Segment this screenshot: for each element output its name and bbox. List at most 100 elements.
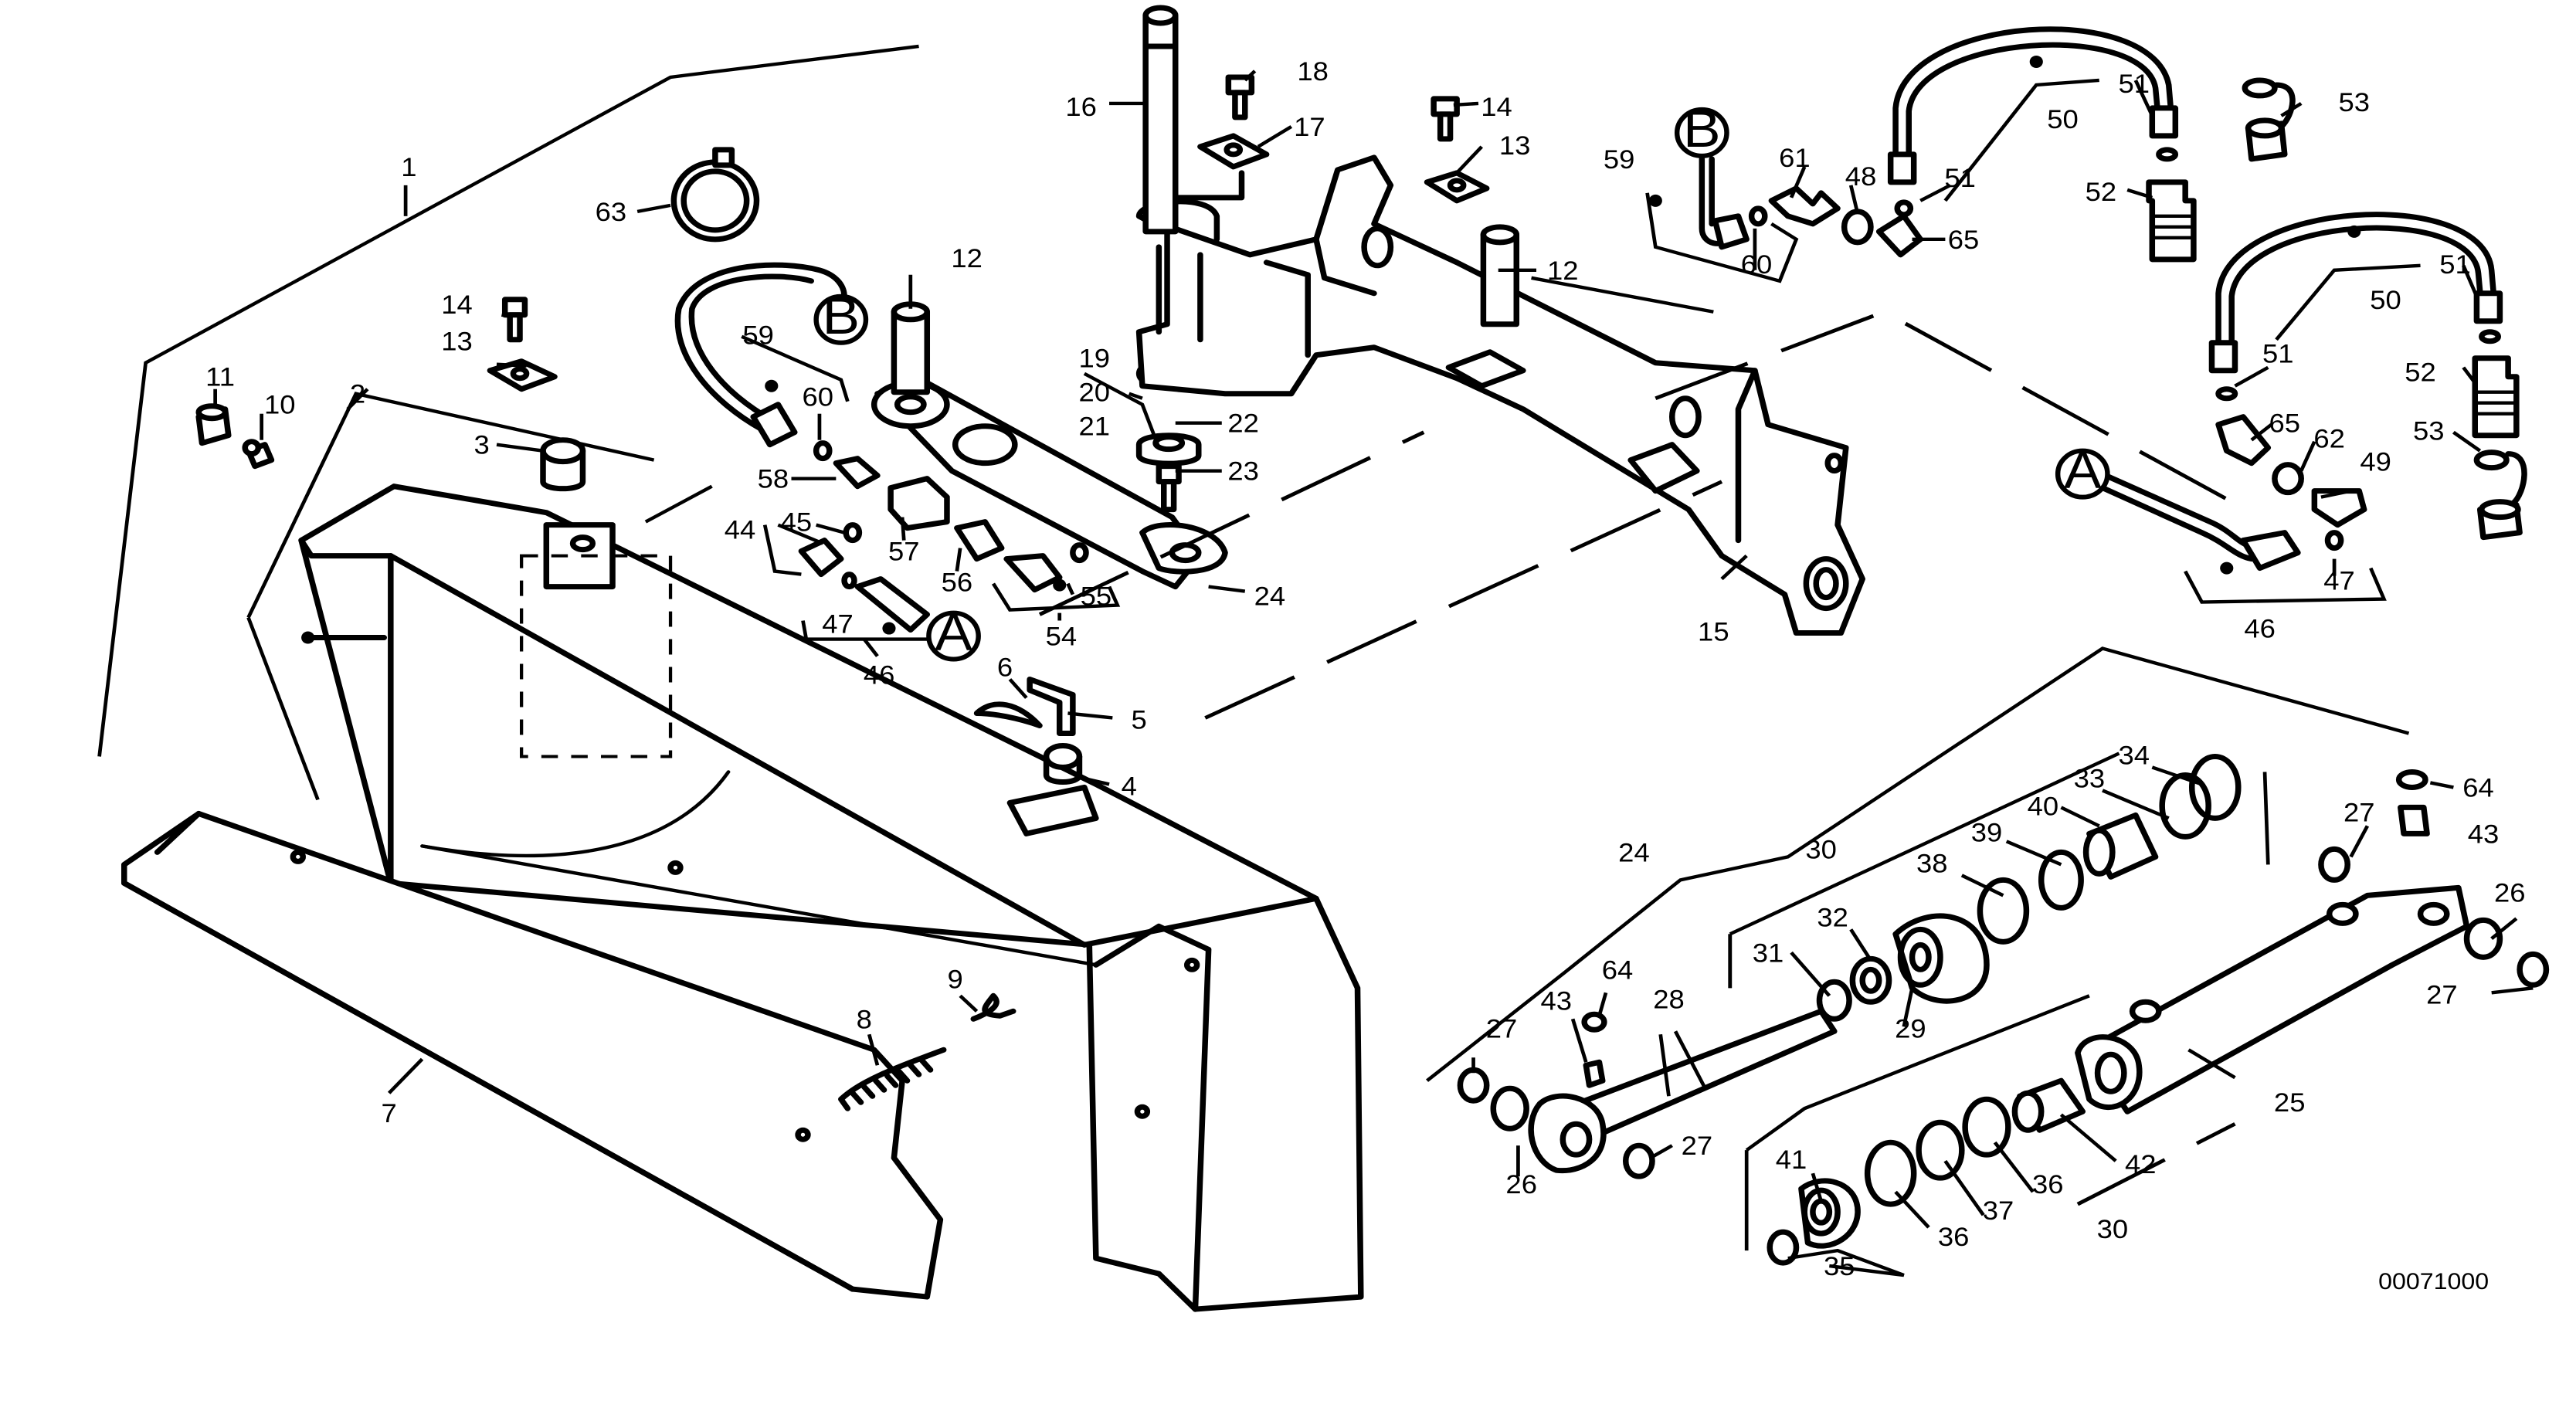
callout: 33	[2074, 765, 2106, 794]
callout: 36	[1938, 1223, 1970, 1252]
fittings-left	[798, 440, 1089, 635]
dust-cap-53-top	[2242, 77, 2296, 162]
callout: 1	[401, 153, 416, 182]
connector-label: A	[935, 602, 972, 661]
callout: 44	[725, 516, 756, 545]
assembly-outline	[97, 44, 919, 801]
callout: 51	[2439, 250, 2471, 280]
callout: 43	[2468, 820, 2500, 850]
callout: 51	[1944, 164, 1976, 193]
callout: 35	[1824, 1252, 1855, 1281]
pin-12-right	[1480, 224, 1520, 327]
callout: 58	[758, 465, 789, 494]
callout: 8	[857, 1005, 872, 1034]
callout: 19	[1078, 344, 1110, 374]
connector-label: B	[1683, 99, 1721, 158]
callout: 40	[2028, 792, 2059, 822]
callout: 14	[441, 290, 473, 320]
hose-59-left	[674, 262, 847, 448]
callout: 18	[1297, 57, 1329, 87]
callout: 13	[1499, 131, 1531, 161]
callout: 54	[1046, 623, 1078, 652]
callout: 42	[2125, 1150, 2157, 1179]
callout: 47	[822, 610, 854, 640]
callout: 6	[997, 653, 1013, 683]
callout: 64	[2462, 774, 2494, 803]
cylinder-detail	[1426, 646, 2550, 1266]
connector-a-left: A	[926, 602, 981, 662]
callout: 27	[1682, 1131, 1713, 1161]
callout: 34	[2118, 741, 2150, 771]
callout: 36	[2032, 1170, 2064, 1199]
callout: 50	[2047, 105, 2079, 134]
callout: 30	[2097, 1215, 2129, 1244]
callout: 13	[441, 327, 473, 357]
coupler-52-top	[2146, 179, 2197, 263]
callout: 59	[1604, 145, 1635, 175]
pin-12-left	[891, 301, 931, 395]
callout: 26	[2494, 878, 2526, 908]
bolt-plate-right	[1424, 96, 1490, 204]
callout: 57	[888, 538, 920, 567]
callout: 51	[2262, 340, 2294, 369]
callout: 39	[1971, 819, 2003, 848]
connector-label: A	[2064, 440, 2102, 499]
callout: 3	[474, 431, 490, 460]
callout: 12	[1547, 256, 1579, 286]
hose-46-right	[2096, 473, 2301, 575]
coupler-52-lower	[2472, 355, 2520, 439]
callout: 10	[264, 391, 296, 420]
callout-labels: 1 2 3 4 5 6 7 8 9 10 11 12 12 13 13 14 1…	[205, 57, 2525, 1281]
callout: 60	[1741, 250, 1773, 280]
callout: 30	[1805, 835, 1837, 864]
callout: 24	[1254, 582, 1286, 612]
callout: 31	[1753, 938, 1784, 968]
callout: 46	[2244, 615, 2276, 644]
callout: 50	[2370, 286, 2401, 315]
callout: 53	[2339, 88, 2371, 117]
hose-50-top	[1887, 26, 2179, 185]
callout: 14	[1481, 93, 1512, 122]
fittings-right-lower	[2215, 386, 2367, 551]
callout: 49	[2360, 448, 2391, 477]
callout: 7	[382, 1099, 397, 1128]
bushing-3	[540, 437, 586, 492]
callout: 43	[1540, 986, 1572, 1016]
callout: 27	[2426, 980, 2458, 1009]
retaining-clip	[970, 992, 1016, 1022]
bucket	[298, 483, 1364, 1312]
callout: 46	[864, 661, 895, 690]
drawing-number: 00071000	[2378, 1268, 2489, 1294]
hose-50-lower	[2208, 212, 2503, 374]
callout: 59	[742, 321, 774, 351]
grease-nipple-10	[242, 439, 275, 470]
callout: 62	[2313, 425, 2345, 454]
callout: 52	[2405, 358, 2436, 388]
callout: 17	[1294, 113, 1325, 142]
callout: 64	[1602, 955, 1634, 985]
connector-b-left: B	[813, 286, 869, 345]
callout: 11	[205, 363, 235, 392]
pin-16	[1142, 5, 1179, 235]
callout: 12	[951, 244, 983, 273]
connector-b-right: B	[1674, 99, 1729, 158]
callout: 16	[1065, 93, 1097, 122]
callout: 9	[948, 965, 963, 994]
callout: 28	[1653, 985, 1685, 1014]
leader-lines	[213, 70, 2534, 1277]
callout: 60	[803, 383, 834, 412]
callout: 27	[2344, 799, 2375, 828]
callout: 48	[1845, 162, 1877, 192]
bolt-18-plate-17	[1176, 74, 1270, 201]
hose-59-right	[1648, 156, 1768, 250]
callout: 21	[1078, 412, 1110, 442]
connector-label: B	[823, 286, 860, 344]
callout: 51	[2118, 70, 2150, 99]
callout: 20	[1078, 378, 1110, 408]
callout: 22	[1227, 409, 1259, 439]
callout: 38	[1916, 849, 1948, 878]
callout: 52	[2086, 178, 2117, 207]
cutting-edge	[120, 810, 944, 1300]
callout: 25	[2274, 1088, 2306, 1118]
connector-a-right: A	[2055, 440, 2110, 500]
